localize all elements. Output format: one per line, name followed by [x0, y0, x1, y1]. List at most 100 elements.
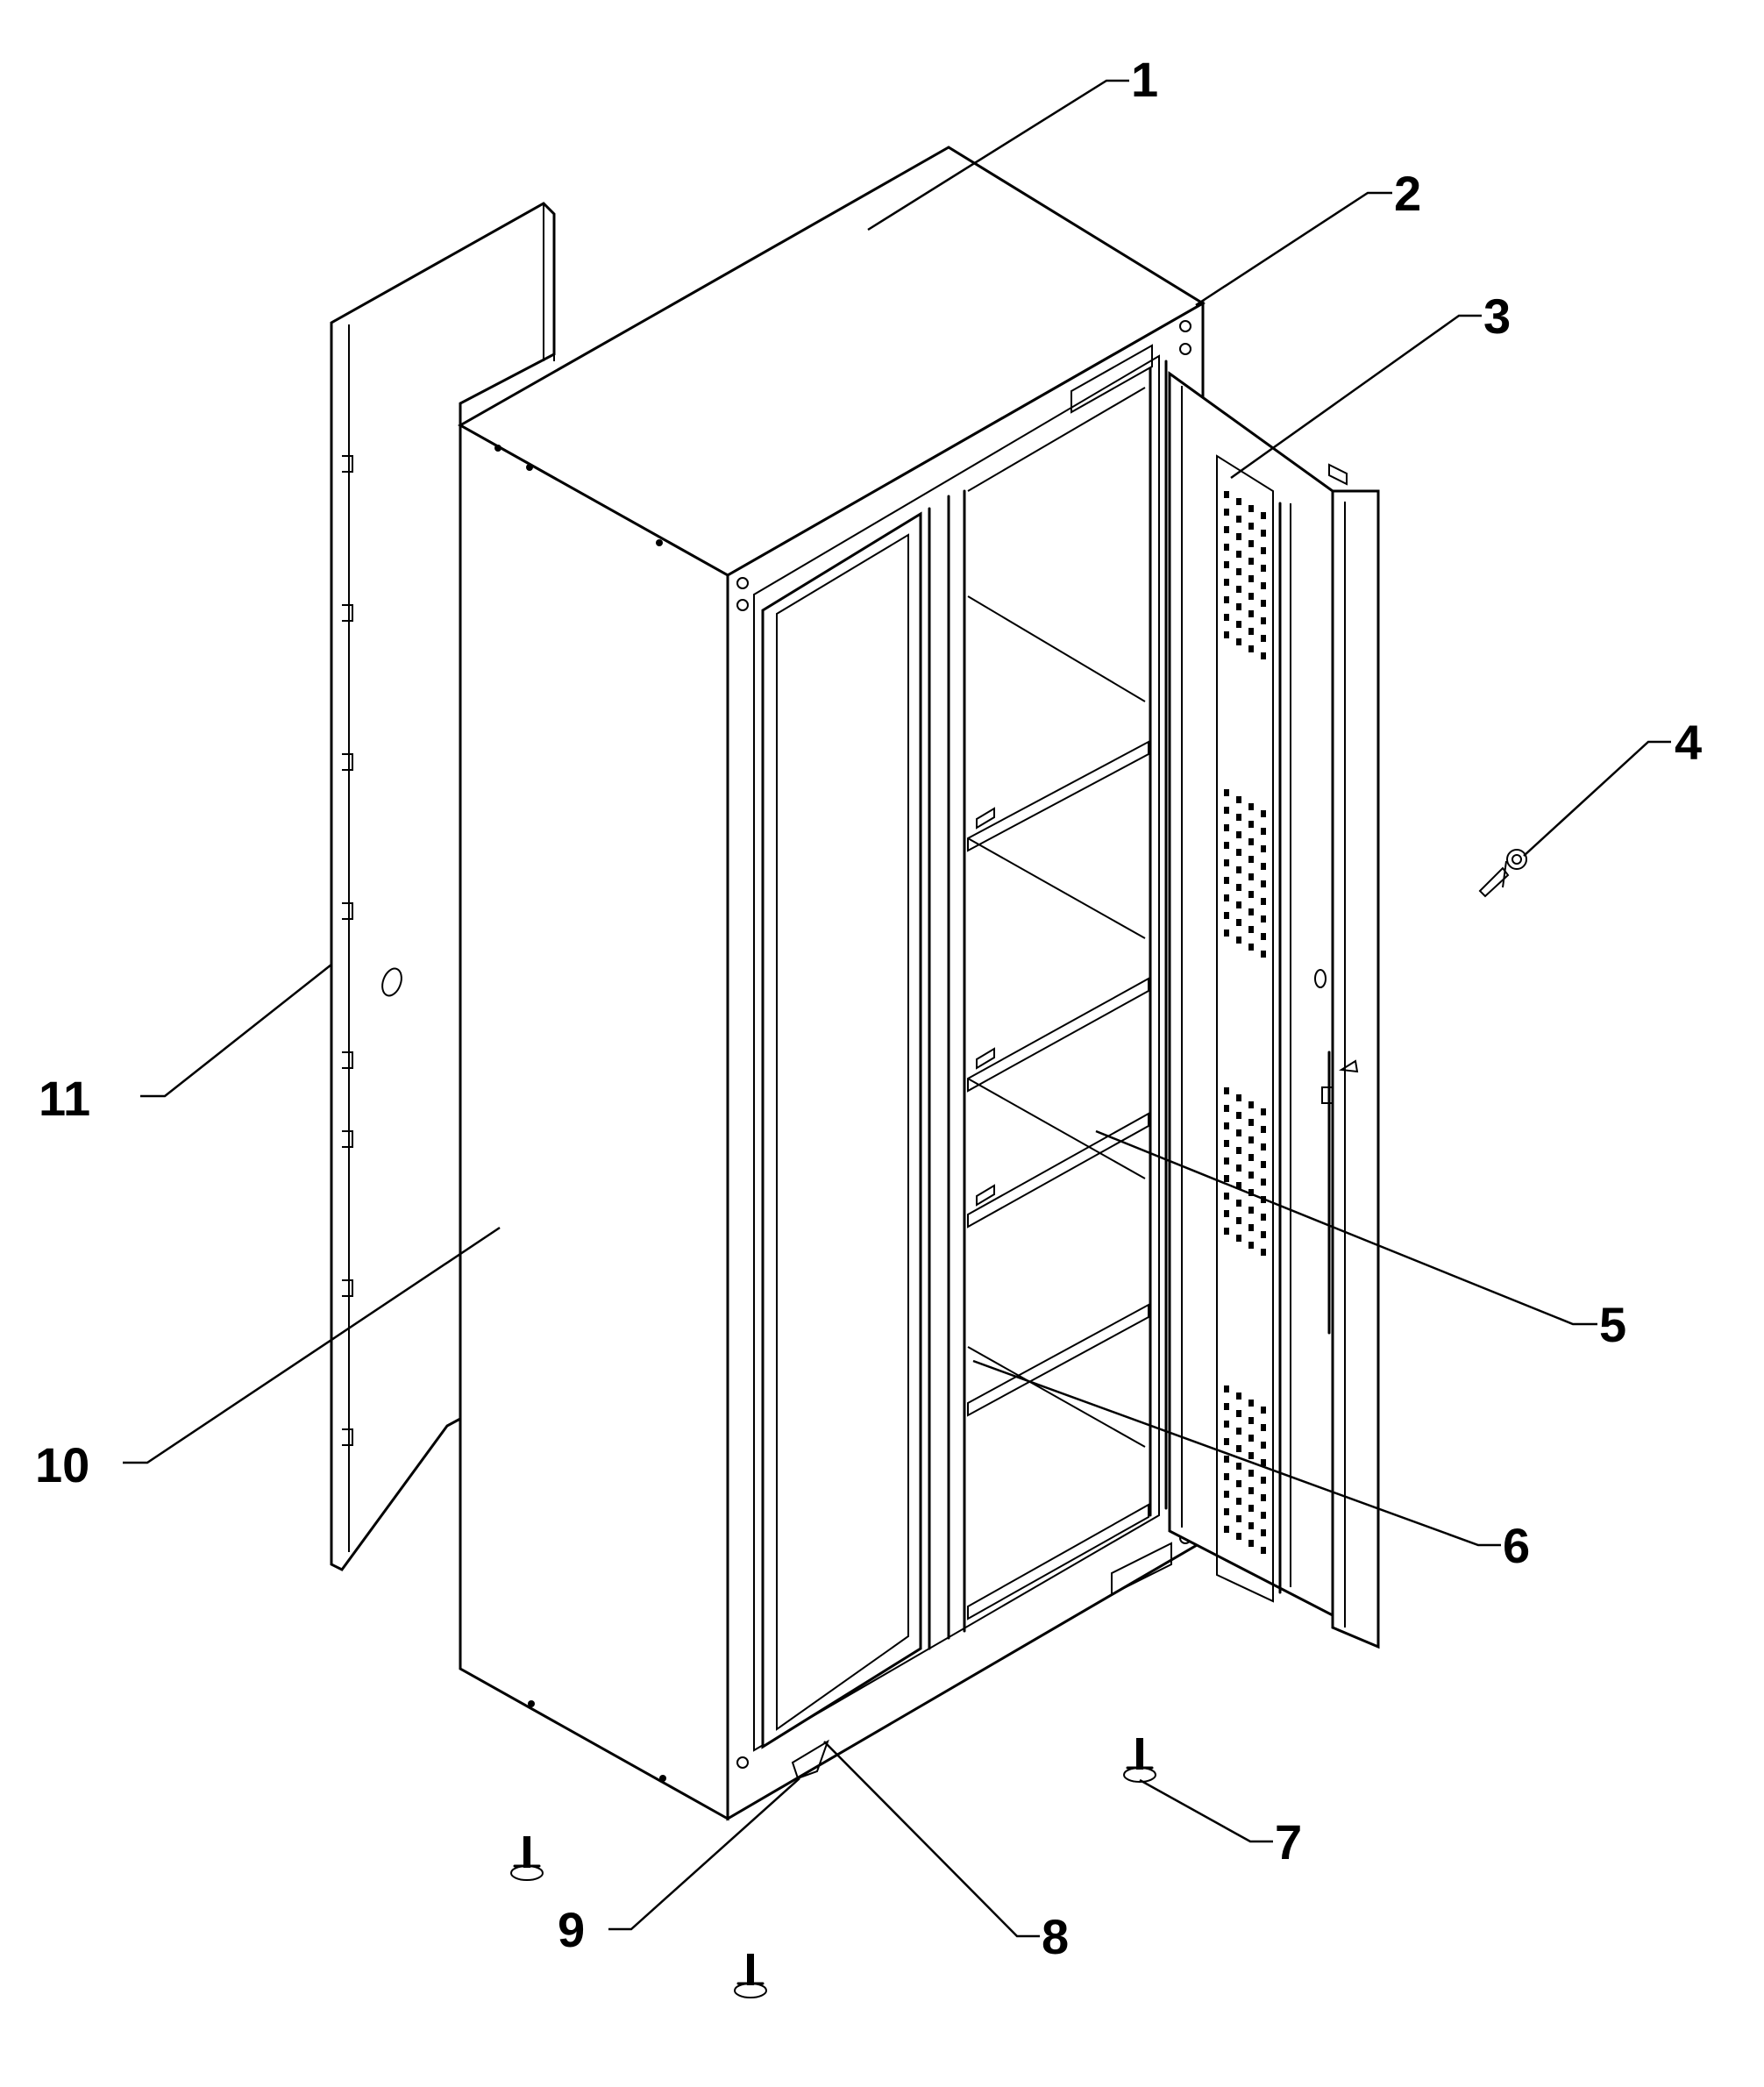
perforation-hole [1248, 1154, 1254, 1161]
perforation-hole [1236, 1147, 1241, 1154]
perforation-hole [1261, 1547, 1266, 1554]
callout-3: 3 [1483, 288, 1511, 344]
perforation-hole [1224, 561, 1229, 568]
perforation-hole [1236, 533, 1241, 540]
perforation-hole [1261, 1494, 1266, 1501]
perforation-hole [1224, 1385, 1229, 1393]
perforation-hole [1261, 530, 1266, 537]
left-door [761, 507, 931, 1749]
perforation-hole [1224, 1526, 1229, 1533]
perforation-hole [1248, 1101, 1254, 1108]
perforation-hole [1248, 1207, 1254, 1214]
perforation-hole [1236, 498, 1241, 505]
perforation-hole [1236, 901, 1241, 908]
perforation-hole [1236, 1480, 1241, 1487]
perforation-hole [1261, 1512, 1266, 1519]
perforation-hole [1248, 873, 1254, 880]
interior-shelves [947, 360, 1168, 1640]
perforation-hole [1236, 1410, 1241, 1417]
perforation-hole [1248, 1452, 1254, 1459]
perforation-hole [1248, 908, 1254, 915]
perforation-hole [1224, 579, 1229, 586]
perforation-hole [1224, 1193, 1229, 1200]
perforation-hole [1236, 1498, 1241, 1505]
perforation-hole [1224, 1157, 1229, 1165]
perforation-hole [1248, 891, 1254, 898]
perforation-hole [1224, 614, 1229, 621]
perforation-hole [1236, 1393, 1241, 1400]
perforation-hole [1261, 915, 1266, 922]
perforation-hole [1236, 1165, 1241, 1172]
perforation-hole [1224, 491, 1229, 498]
perforation-hole [1224, 1456, 1229, 1463]
perforation-hole [1261, 1143, 1266, 1150]
callout-labels: 1 2 3 4 5 6 7 8 9 10 11 [35, 52, 1702, 1964]
perforation-hole [1261, 863, 1266, 870]
leader-lines [123, 79, 1671, 1938]
perforation-hole [1224, 1403, 1229, 1410]
perforation-hole [1248, 1522, 1254, 1529]
perforation-hole [1248, 838, 1254, 845]
perforation-hole [1236, 1200, 1241, 1207]
perforation-hole [1261, 1407, 1266, 1414]
right-door [791, 371, 1380, 1780]
perforation-hole [1261, 880, 1266, 887]
perforation-hole [1261, 898, 1266, 905]
door-perforations [1224, 491, 1266, 1554]
perforation-hole [1224, 877, 1229, 884]
perforation-hole [1236, 1217, 1241, 1224]
callout-10: 10 [35, 1437, 89, 1492]
perforation-hole [1248, 1417, 1254, 1424]
perforation-hole [1261, 565, 1266, 572]
perforation-hole [1224, 1473, 1229, 1480]
perforation-hole [1224, 1210, 1229, 1217]
perforation-hole [1236, 638, 1241, 645]
perforation-hole [1236, 884, 1241, 891]
side-panel [459, 423, 729, 1821]
back-panel [330, 202, 556, 1571]
perforation-hole [1261, 810, 1266, 817]
perforation-hole [1224, 1508, 1229, 1515]
perforation-hole [1236, 831, 1241, 838]
perforation-hole [1224, 859, 1229, 866]
perforation-hole [1236, 1129, 1241, 1136]
perforation-hole [1224, 1140, 1229, 1147]
perforation-hole [1224, 789, 1229, 796]
perforation-hole [1236, 603, 1241, 610]
perforation-hole [1261, 1424, 1266, 1431]
perforation-hole [1248, 926, 1254, 933]
perforation-hole [1261, 512, 1266, 519]
perforation-hole [1236, 1515, 1241, 1522]
foot-back-left [510, 1836, 544, 1881]
perforation-hole [1224, 509, 1229, 516]
perforation-hole [1248, 856, 1254, 863]
callout-2: 2 [1394, 166, 1421, 221]
perforation-hole [1236, 568, 1241, 575]
perforation-hole [1248, 944, 1254, 951]
perforation-hole [1248, 628, 1254, 635]
perforation-hole [1261, 1529, 1266, 1536]
perforation-hole [1236, 866, 1241, 873]
perforation-hole [1261, 1126, 1266, 1133]
perforation-hole [1236, 919, 1241, 926]
perforation-hole [1261, 1214, 1266, 1221]
perforation-hole [1248, 610, 1254, 617]
perforation-hole [1224, 526, 1229, 533]
perforation-hole [1248, 1242, 1254, 1249]
perforation-hole [1261, 1161, 1266, 1168]
perforation-hole [1248, 803, 1254, 810]
perforation-hole [1236, 1235, 1241, 1242]
perforation-hole [1248, 505, 1254, 512]
perforation-hole [1261, 635, 1266, 642]
perforation-hole [1236, 1182, 1241, 1189]
perforation-hole [1248, 558, 1254, 565]
perforation-hole [1224, 544, 1229, 551]
perforation-hole [1224, 1122, 1229, 1129]
callout-7: 7 [1275, 1814, 1302, 1870]
callout-8: 8 [1042, 1909, 1069, 1964]
perforation-hole [1236, 937, 1241, 944]
perforation-hole [1224, 596, 1229, 603]
perforation-hole [1248, 1189, 1254, 1196]
callout-6: 6 [1503, 1518, 1530, 1573]
